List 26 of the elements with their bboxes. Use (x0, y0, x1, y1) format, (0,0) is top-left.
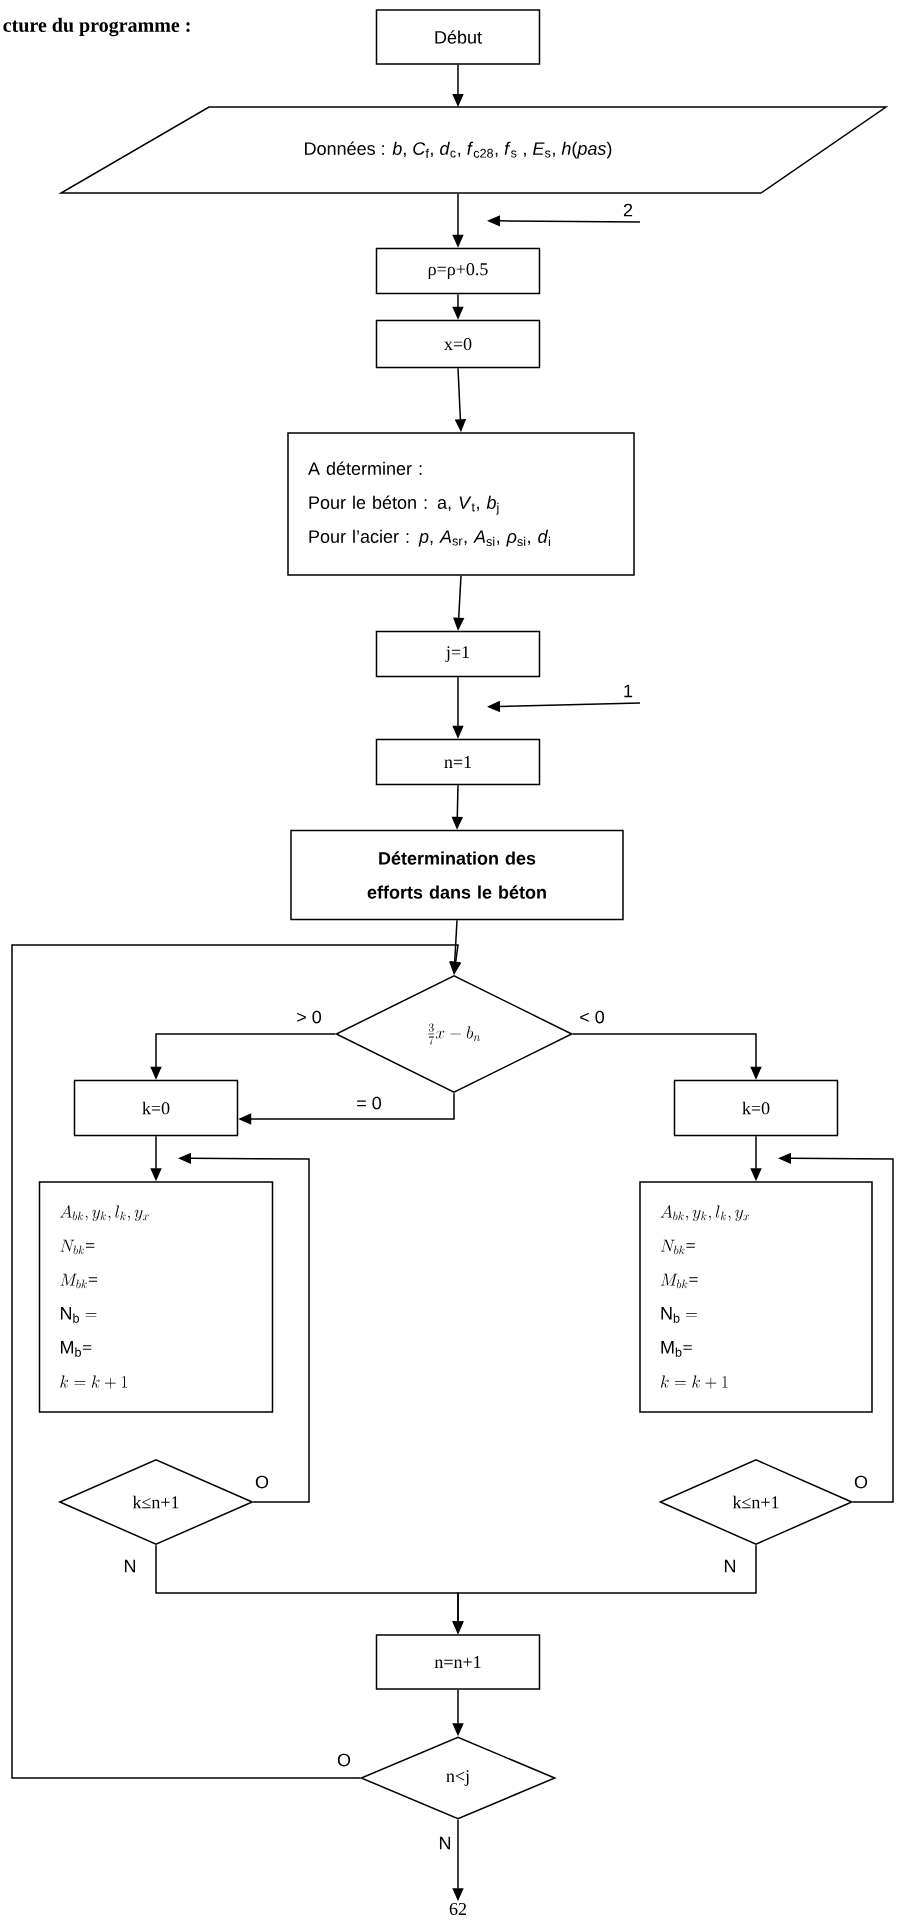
edge-label: N (122, 1558, 138, 1574)
process-box: k=0 (673, 1079, 839, 1137)
process-box: A déterminer : Pour le béton : a, V$_{t}$, b$_{j}$ Pour l’acier : p, A$_{sr}$, A$_{si}$, ρ$_{si}$, d$_{i}$ (287, 432, 635, 576)
process-box: n=n+1 (375, 1634, 541, 1690)
process-box: $A_{bk}, y_{k}, l_{k}, y_{x}$ $N_{bk}\text{=}$ $M_{bk}\text{=}$ $\mathrm{N}_{\mathrm{b}} =$ $\mathrm{M}_{\mathrm{b}}\text{=}$ $k=k+1$ (639, 1181, 873, 1413)
process-box: n=1 (375, 738, 541, 786)
process-box: j=1 (375, 630, 541, 678)
edge-label: > 0 (295, 1009, 323, 1025)
process-box: $A_{bk}, y_{k}, l_{k}, y_{x}$ $N_{bk}\text{=}$ $M_{bk}\text{=}$ $\mathrm{N}_{\mathrm{b}} =$ $\mathrm{M}_{\mathrm{b}}\text{=}$ $k=k+1$ (38, 1181, 274, 1413)
edge-label: 2 (622, 202, 634, 218)
edge-label: O (336, 1752, 352, 1768)
edge-label: O (254, 1474, 270, 1490)
process-box: Détermination des efforts dans le béton (290, 829, 624, 921)
process-box: x=0 (375, 319, 541, 369)
edge-label: 1 (622, 683, 634, 699)
page-number: 62 (449, 1902, 466, 1916)
edge-label: = 0 (355, 1095, 383, 1111)
edge-label: N (722, 1558, 738, 1574)
process-box: ρ=ρ+0.5 (375, 247, 541, 295)
edge-label: < 0 (578, 1009, 606, 1025)
process-box: k=0 (73, 1079, 239, 1137)
edge-label: N (437, 1835, 453, 1851)
arrow (11, 944, 462, 1779)
start-box: Début (375, 9, 541, 65)
edge-label: O (853, 1474, 869, 1490)
heading: cture du programme : (3, 17, 190, 37)
